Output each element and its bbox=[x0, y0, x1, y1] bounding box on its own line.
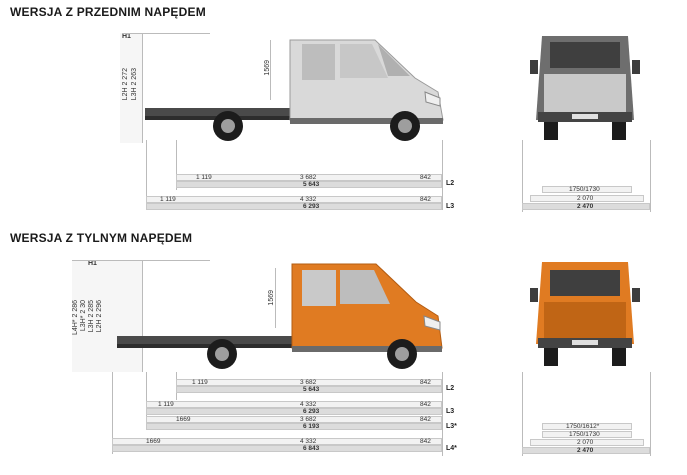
dimension-value: 1669 bbox=[176, 416, 191, 423]
dimension-value: 842 bbox=[420, 416, 431, 423]
width-bar bbox=[522, 203, 650, 210]
length-code: L2 bbox=[446, 180, 455, 187]
dimension-value: 1 119 bbox=[160, 196, 176, 203]
width-bar bbox=[530, 195, 644, 202]
width-value: 1750/1730 bbox=[569, 431, 600, 438]
height-label: L4H* 2 286 bbox=[72, 300, 79, 336]
dimension-value: 1 119 bbox=[196, 174, 212, 181]
dimension-value: 842 bbox=[420, 401, 431, 408]
dimension-value: 3 682 bbox=[300, 416, 317, 423]
width-value: 2 470 bbox=[577, 203, 594, 210]
dimension-value: 842 bbox=[420, 379, 431, 386]
dimension-total: 6 293 bbox=[303, 203, 320, 210]
dimension-bar-total bbox=[176, 181, 442, 188]
dimension-value: 842 bbox=[420, 174, 431, 181]
dimension-value: 1 119 bbox=[158, 401, 174, 408]
section-title-front-drive: WERSJA Z PRZEDNIM NAPĘDEM bbox=[10, 5, 206, 19]
length-code: L4* bbox=[446, 445, 457, 452]
height-code: H1 bbox=[122, 33, 131, 40]
dimension-bar-segments bbox=[112, 438, 442, 445]
side-view-truck-rear-drive bbox=[117, 263, 443, 369]
dimension-bar-total bbox=[146, 408, 442, 415]
width-value: 2 070 bbox=[577, 195, 594, 202]
height-label-box bbox=[72, 260, 143, 372]
height-code: H1 bbox=[88, 260, 97, 267]
front-view-van-front-drive bbox=[530, 36, 640, 140]
dimension-bar-total bbox=[176, 386, 442, 393]
dimension-total: 5 643 bbox=[303, 386, 320, 393]
dimension-value: 4 332 bbox=[300, 401, 317, 408]
width-bar bbox=[542, 186, 632, 193]
dimension-value: 842 bbox=[420, 438, 431, 445]
section-title-rear-drive: WERSJA Z TYLNYM NAPĘDEM bbox=[10, 231, 193, 245]
dimension-bar-total bbox=[146, 203, 442, 210]
length-code: L3 bbox=[446, 203, 455, 210]
dimension-value: 3 682 bbox=[300, 379, 317, 386]
dimension-total: 5 643 bbox=[303, 181, 320, 188]
dimension-bar-segments bbox=[176, 174, 442, 181]
dimension-bar-total bbox=[146, 423, 442, 430]
height-label: L2H 2 296 bbox=[96, 300, 103, 333]
width-bar bbox=[530, 439, 644, 446]
height-label: L3H 2 263 bbox=[131, 68, 138, 101]
length-code: L3 bbox=[446, 408, 455, 415]
height-label: L3H* 2 30 bbox=[80, 300, 87, 332]
height-label-box bbox=[120, 33, 143, 143]
length-code: L3* bbox=[446, 423, 457, 430]
dimension-value: 842 bbox=[420, 196, 431, 203]
front-view-van-rear-drive bbox=[530, 262, 640, 366]
dimension-bar-segments bbox=[146, 196, 442, 203]
dimension-bar-segments bbox=[146, 416, 442, 423]
dimension-total: 6 193 bbox=[303, 423, 320, 430]
dimension-value: 1669 bbox=[146, 438, 161, 445]
cab-height-label: 1569 bbox=[264, 60, 271, 76]
dimension-bar-segments bbox=[176, 379, 442, 386]
cab-height-label: 1569 bbox=[268, 290, 275, 306]
width-value: 2 470 bbox=[577, 447, 594, 454]
height-label: L3H 2 285 bbox=[88, 300, 95, 333]
dimension-value: 3 682 bbox=[300, 174, 317, 181]
side-view-truck-front-drive bbox=[145, 39, 444, 141]
dimension-total: 6 843 bbox=[303, 445, 320, 452]
width-bar bbox=[542, 431, 632, 438]
dimension-value: 4 332 bbox=[300, 196, 317, 203]
width-value: 1750/1612* bbox=[566, 423, 600, 430]
width-bar bbox=[522, 447, 650, 454]
dimension-bar-segments bbox=[146, 401, 442, 408]
dimension-value: 4 332 bbox=[300, 438, 317, 445]
dimension-bar-total bbox=[112, 445, 442, 452]
dimension-total: 6 293 bbox=[303, 408, 320, 415]
width-bar bbox=[542, 423, 632, 430]
length-code: L2 bbox=[446, 385, 455, 392]
width-value: 2 070 bbox=[577, 439, 594, 446]
width-value: 1750/1730 bbox=[569, 186, 600, 193]
dimension-value: 1 119 bbox=[192, 379, 208, 386]
height-label: L2H 2 272 bbox=[122, 68, 129, 101]
